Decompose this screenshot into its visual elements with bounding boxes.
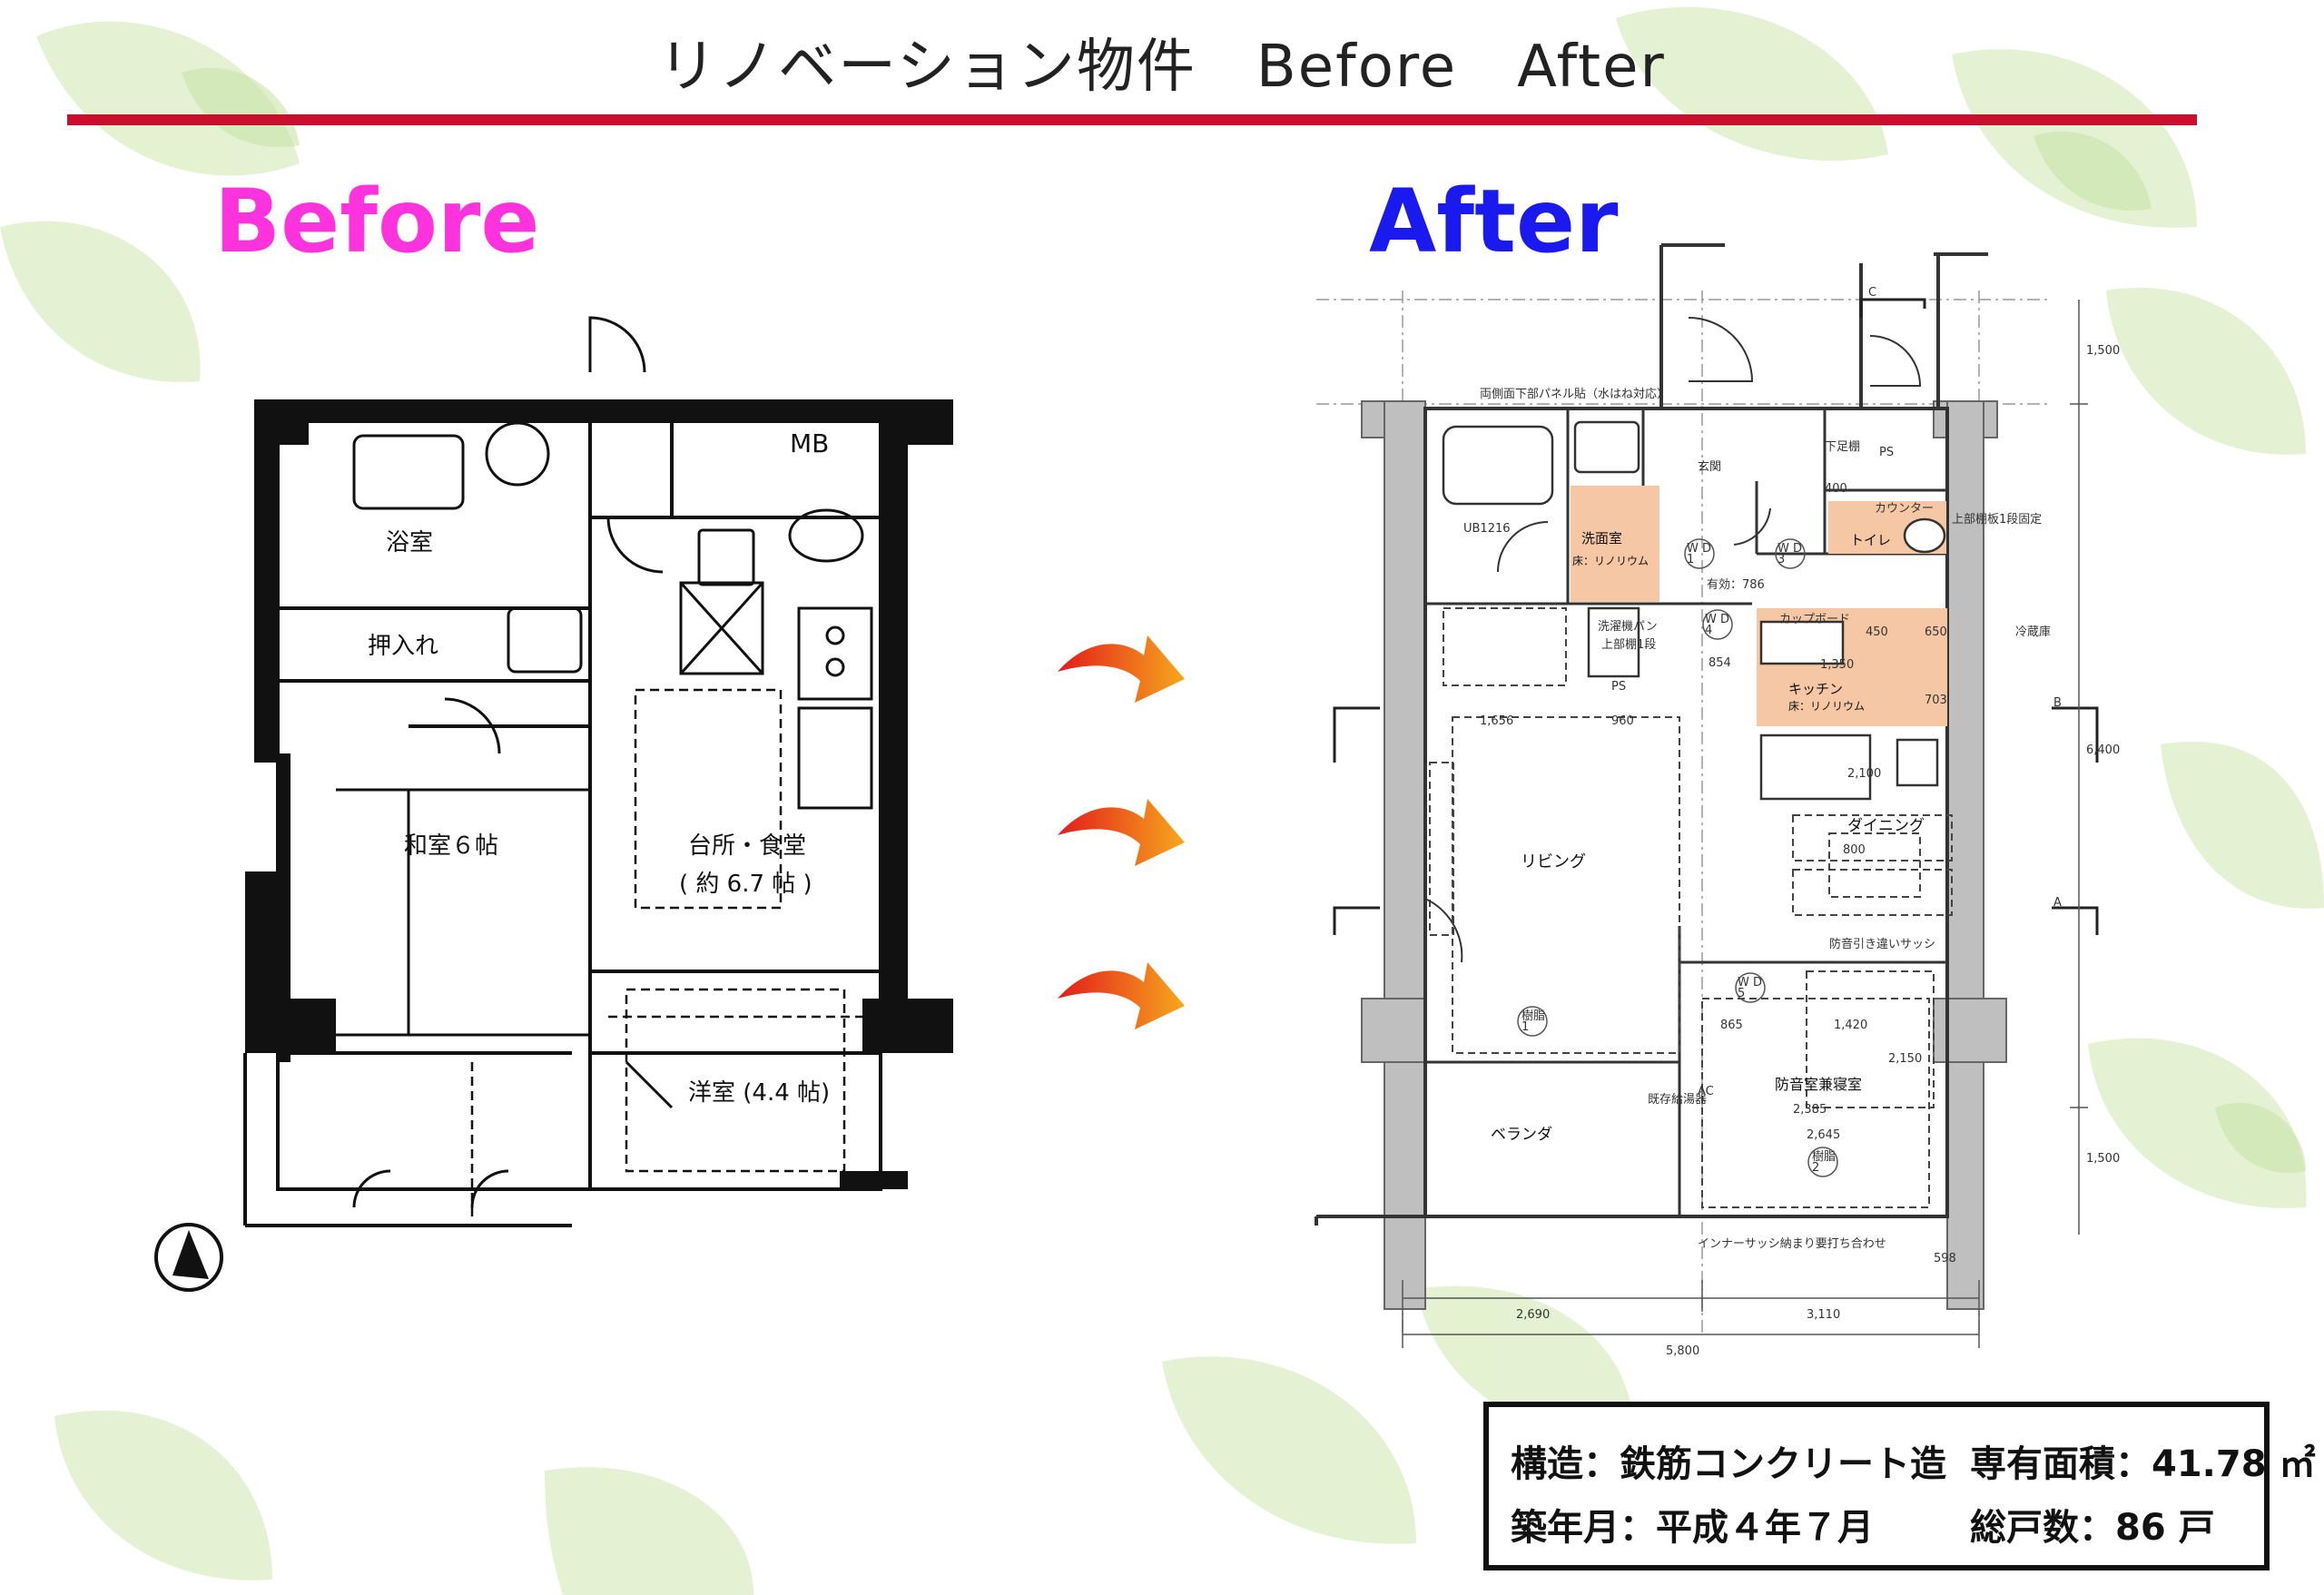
before-closet-label: 押入れ <box>368 633 438 660</box>
upper-shelf-label: 上部棚1段 <box>1601 638 1656 652</box>
dim-598: 598 <box>1934 1252 1956 1265</box>
dim-1500-top: 1,500 <box>2086 344 2120 358</box>
before-kitchen-label: 台所・食堂 <box>688 832 806 860</box>
dim-854: 854 <box>1709 656 1731 670</box>
kitchen-label: キッチン <box>1788 681 1843 697</box>
wall-panel-note: 両側面下部パネル貼（水はね対応） <box>1480 388 1669 401</box>
dim-1500-bottom: 1,500 <box>2086 1152 2120 1166</box>
fridge-label: 冷蔵庫 <box>2015 625 2051 639</box>
sash1-label: 防音引き違いサッシ <box>1829 937 1935 951</box>
property-info-box: 構造：鉄筋コンクリート造 専有面積：41.78 ㎡ 築年月：平成４年７月 総戸数… <box>1483 1402 2315 1570</box>
dim-2645: 2,645 <box>1807 1128 1840 1142</box>
before-western-label: 洋室 (4.4 帖) <box>688 1079 830 1107</box>
section-b-label: B <box>2053 696 2062 710</box>
info-units: 総戸数：86 戸 <box>1970 1507 2215 1549</box>
dim-2385: 2,385 <box>1793 1103 1827 1117</box>
north-compass-icon <box>154 1223 223 1292</box>
dim-2150: 2,150 <box>1888 1052 1922 1066</box>
dim-1656: 1,656 <box>1480 714 1513 728</box>
arrow-icon-middle <box>1058 799 1185 866</box>
arrow-icon-top <box>1058 635 1185 703</box>
dim-3110: 3,110 <box>1807 1308 1840 1322</box>
info-area: 専有面積：41.78 ㎡ <box>1970 1443 2316 1485</box>
counter-label: カウンター <box>1875 502 1934 516</box>
before-mb-label: MB <box>790 428 829 458</box>
toilet-label: トイレ <box>1850 532 1891 548</box>
living-label: リビング <box>1521 852 1586 871</box>
dim-1420: 1,420 <box>1834 1019 1867 1032</box>
info-structure: 構造：鉄筋コンクリート造 <box>1511 1443 1946 1485</box>
dim-5800: 5,800 <box>1666 1344 1699 1358</box>
washroom-label: 洗面室 <box>1581 530 1622 546</box>
ac-label: AC <box>1698 1085 1714 1098</box>
music-room-label: 防音室兼寝室 <box>1775 1076 1862 1093</box>
kitchen-floor-label: 床：リノリウム <box>1788 700 1865 713</box>
dim-703: 703 <box>1925 694 1947 707</box>
dim-865: 865 <box>1720 1019 1743 1032</box>
before-washitsu-label: 和室６帖 <box>404 832 498 860</box>
cupboard-label: カップボード <box>1779 613 1850 626</box>
veranda-label: ベランダ <box>1491 1126 1552 1144</box>
after-heading: After <box>1369 171 1619 272</box>
ps-small-label: PS <box>1611 680 1626 694</box>
after-floor-plan: 両側面下部パネル貼（水はね対応） PS 下足棚 400 玄関 UB1216 洗面… <box>1315 243 2120 1358</box>
section-a-label: A <box>2053 896 2062 910</box>
arrow-icon-bottom <box>1058 962 1185 1029</box>
dim-6400: 6,400 <box>2086 743 2120 757</box>
water-heater-label: 既存給湯器 <box>1648 1093 1707 1107</box>
ub-label: UB1216 <box>1463 522 1511 536</box>
dining-width-label: 800 <box>1843 843 1866 857</box>
ps-top-label: PS <box>1879 446 1894 459</box>
before-kitchen-size: ( 約 6.7 帖 ) <box>679 871 812 898</box>
dim-2690: 2,690 <box>1516 1308 1550 1322</box>
entrance-label: 玄関 <box>1698 460 1721 474</box>
before-heading: Before <box>214 171 540 272</box>
dim-650: 650 <box>1925 625 1947 639</box>
info-built: 築年月：平成４年７月 <box>1511 1507 1874 1549</box>
shoe-shelf-label: 下足棚 <box>1825 440 1860 454</box>
sash2-label: インナーサッシ納まり要打ち合わせ <box>1698 1237 1886 1251</box>
before-bath-label: 浴室 <box>386 529 433 556</box>
laundry-label: 洗濯機パン <box>1598 620 1658 634</box>
dim-1350: 1,350 <box>1820 658 1854 672</box>
dining-label: ダイニング <box>1847 817 1925 835</box>
dim-400: 400 <box>1825 482 1847 496</box>
dim-960: 960 <box>1611 714 1634 728</box>
dim-786: 有効：786 <box>1707 578 1765 592</box>
page-title: リノベーション物件 Before After <box>658 34 1666 101</box>
dim-450: 450 <box>1866 625 1888 639</box>
title-divider <box>67 114 2197 125</box>
washroom-floor-label: 床：リノリウム <box>1572 555 1649 567</box>
upper-fixed-label: 上部棚板1段固定 <box>1952 513 2042 527</box>
before-floor-plan: MB 浴室 押入れ 和室６帖 台所・食堂 ( 約 6.7 帖 ) 洋室 (4.4… <box>154 316 953 1292</box>
dim-2100: 2,100 <box>1847 767 1881 781</box>
section-c-label: C <box>1868 286 1876 300</box>
